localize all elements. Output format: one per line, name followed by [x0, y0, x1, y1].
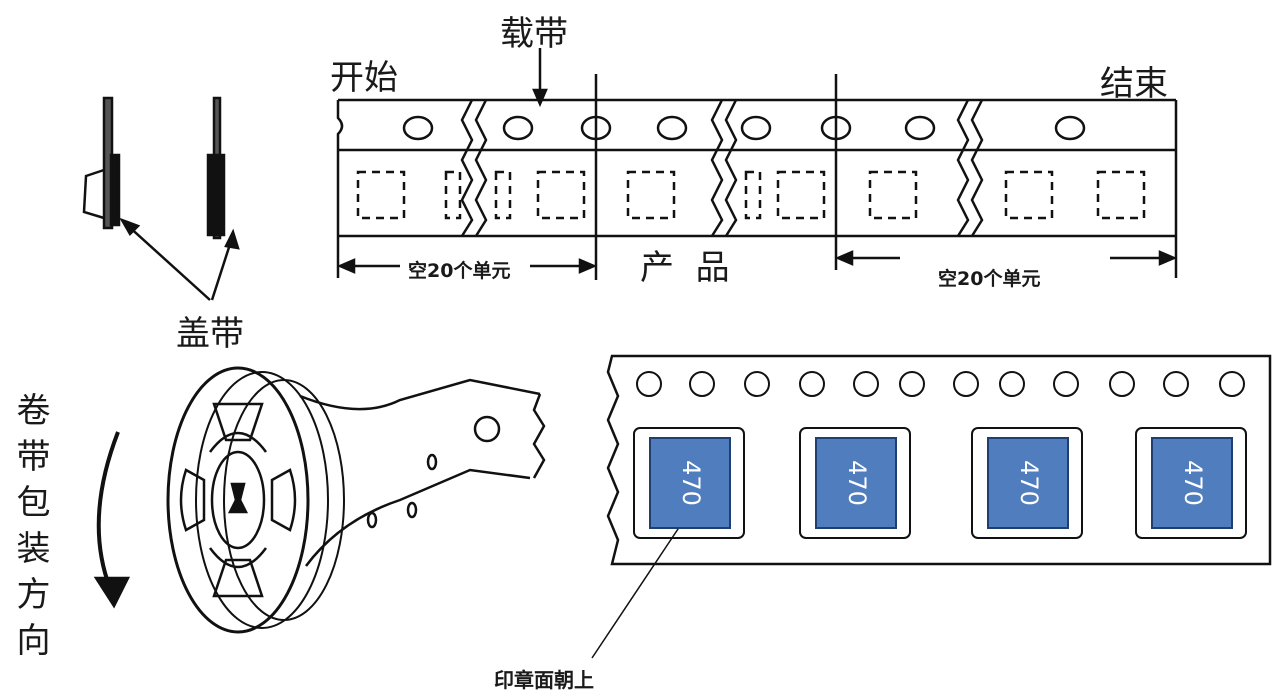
chip: 470: [815, 437, 897, 529]
pockets-bottom: [633, 427, 1247, 539]
component-pockets-top: [356, 170, 1146, 220]
stamp-pointer: [591, 525, 681, 659]
sprocket-holes-bottom: [636, 371, 1245, 397]
carrier-tape-pointer: [532, 48, 548, 108]
empty-start-label: 空20个单元: [408, 260, 511, 282]
chip-marking: 470: [843, 460, 871, 506]
empty-end-label: 空20个单元: [938, 268, 1041, 290]
reel: [166, 366, 345, 634]
cover-tape-pointer-arrows: [119, 217, 240, 301]
product-label: 产 品: [640, 248, 730, 288]
carrier-tape-strip: [336, 98, 1178, 238]
sprocket-holes-top: [402, 115, 1086, 141]
tape-unrolling: [299, 378, 546, 567]
cover-tape-side-view: [82, 96, 226, 240]
reel-direction-arrow: [93, 431, 131, 609]
reel-direction-label: 卷带包装方向: [10, 392, 50, 668]
start-label: 开始: [330, 58, 398, 98]
chip-row: 470 470 470 470: [649, 437, 1233, 529]
carrier-tape-label: 载带: [500, 14, 568, 54]
empty-start-dimension: [336, 258, 598, 274]
chip: 470: [987, 437, 1069, 529]
cover-tape-label: 盖带: [176, 314, 244, 354]
section-markers: [336, 74, 1178, 280]
chip: 470: [1151, 437, 1233, 529]
chip-marking: 470: [677, 460, 705, 506]
tape-top-view: [606, 354, 1272, 566]
chip-marking: 470: [1179, 460, 1207, 506]
chip: 470: [649, 437, 731, 529]
end-label: 结束: [1100, 64, 1168, 104]
chip-marking: 470: [1015, 460, 1043, 506]
stamp-up-label: 印章面朝上: [494, 668, 594, 692]
empty-end-dimension: [834, 250, 1178, 266]
